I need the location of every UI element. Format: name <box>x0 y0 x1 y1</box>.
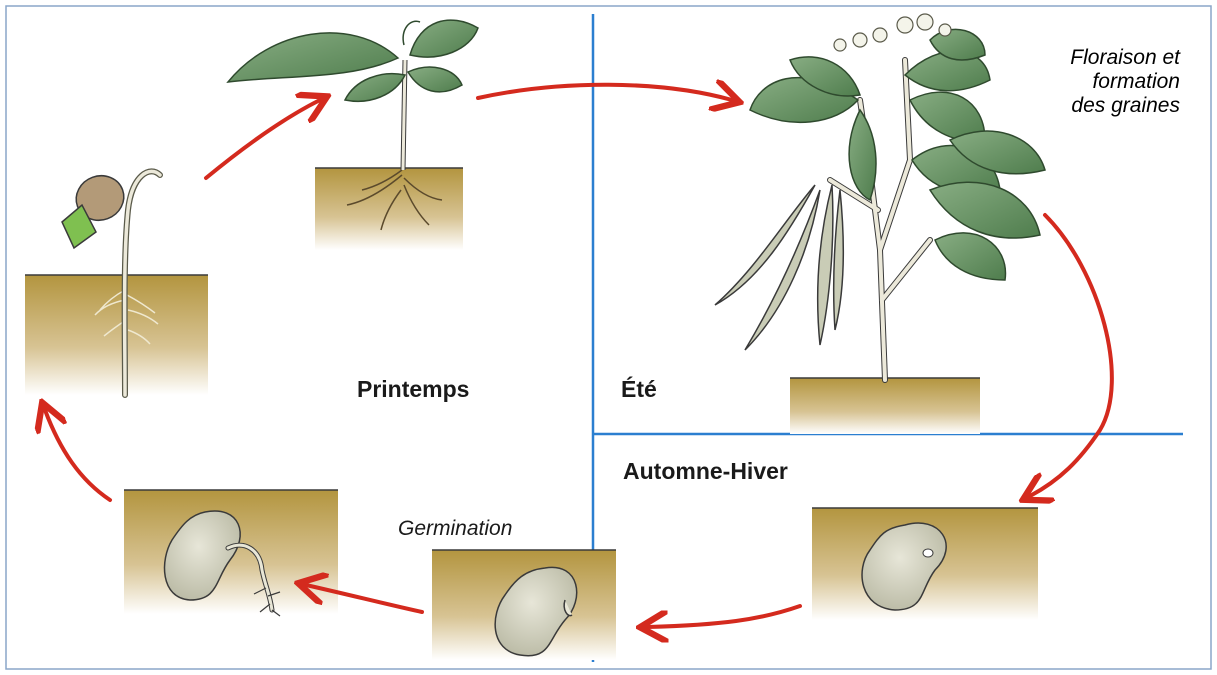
soil-block <box>790 378 980 434</box>
flowering-label-line2: formation <box>1010 70 1180 94</box>
flowering-label-line1: Floraison et <box>1010 46 1180 70</box>
dormant-seed-stage <box>812 508 1038 620</box>
germination-label: Germination <box>398 517 512 541</box>
arrow-sprout-to-seedling <box>45 410 110 500</box>
flowering-label: Floraison et formation des graines <box>1010 46 1180 118</box>
autumn-winter-label: Automne-Hiver <box>623 458 788 485</box>
leaf-icon <box>228 33 398 82</box>
arrow-seedling-to-young-plant <box>206 100 320 178</box>
germination-seed-stage <box>432 550 616 660</box>
arrow-young-to-flowering <box>478 85 732 100</box>
sprouting-seed-stage <box>124 490 338 616</box>
flowering-plant-stage <box>715 14 1045 434</box>
spring-label: Printemps <box>357 376 469 403</box>
arrow-flowering-to-seed <box>1030 215 1112 496</box>
arrow-seed-to-germination <box>648 606 800 627</box>
flowering-label-line3: des graines <box>1010 94 1180 118</box>
summer-label: Été <box>621 376 657 403</box>
soil-block <box>25 275 208 395</box>
seedling-stage <box>25 169 208 395</box>
